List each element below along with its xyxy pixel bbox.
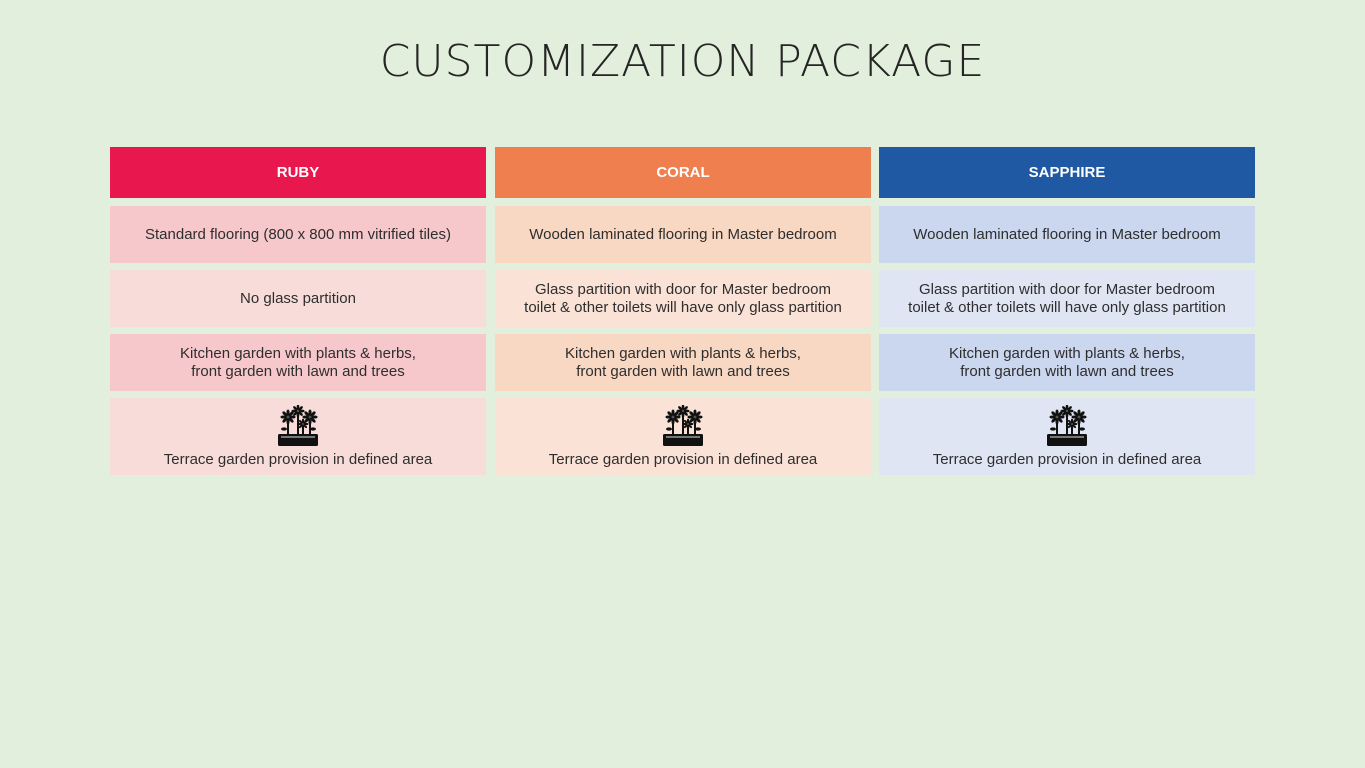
feature-text: Terrace garden provision in defined area	[163, 450, 433, 468]
feature-flooring: Wooden laminated flooring in Master bedr…	[879, 206, 1255, 263]
feature-text: Glass partition with door for Master bed…	[908, 280, 1226, 316]
feature-garden: Kitchen garden with plants & herbs,front…	[495, 334, 871, 391]
feature-text: Kitchen garden with plants & herbs,front…	[565, 344, 801, 380]
feature-terrace-garden: Terrace garden provision in defined area	[110, 398, 486, 475]
feature-flooring: Wooden laminated flooring in Master bedr…	[495, 206, 871, 263]
feature-text: Terrace garden provision in defined area	[932, 450, 1202, 468]
feature-garden: Kitchen garden with plants & herbs,front…	[879, 334, 1255, 391]
feature-text: Kitchen garden with plants & herbs,front…	[180, 344, 416, 380]
feature-flooring: Standard flooring (800 x 800 mm vitrifie…	[110, 206, 486, 263]
package-header-coral: CORAL	[495, 147, 871, 198]
package-header-ruby: RUBY	[110, 147, 486, 198]
feature-text: Terrace garden provision in defined area	[548, 450, 818, 468]
page-title: CUSTOMIZATION PACKAGE	[379, 36, 986, 87]
feature-partition: Glass partition with door for Master bed…	[495, 270, 871, 327]
feature-partition: No glass partition	[110, 270, 486, 327]
feature-terrace-garden: Terrace garden provision in defined area	[495, 398, 871, 475]
flower-planter-icon	[278, 404, 318, 446]
feature-text: Kitchen garden with plants & herbs,front…	[949, 344, 1185, 380]
flower-planter-icon	[663, 404, 703, 446]
feature-text: Glass partition with door for Master bed…	[524, 280, 842, 316]
flower-planter-icon	[1047, 404, 1087, 446]
feature-garden: Kitchen garden with plants & herbs,front…	[110, 334, 486, 391]
feature-partition: Glass partition with door for Master bed…	[879, 270, 1255, 327]
feature-terrace-garden: Terrace garden provision in defined area	[879, 398, 1255, 475]
package-header-sapphire: SAPPHIRE	[879, 147, 1255, 198]
